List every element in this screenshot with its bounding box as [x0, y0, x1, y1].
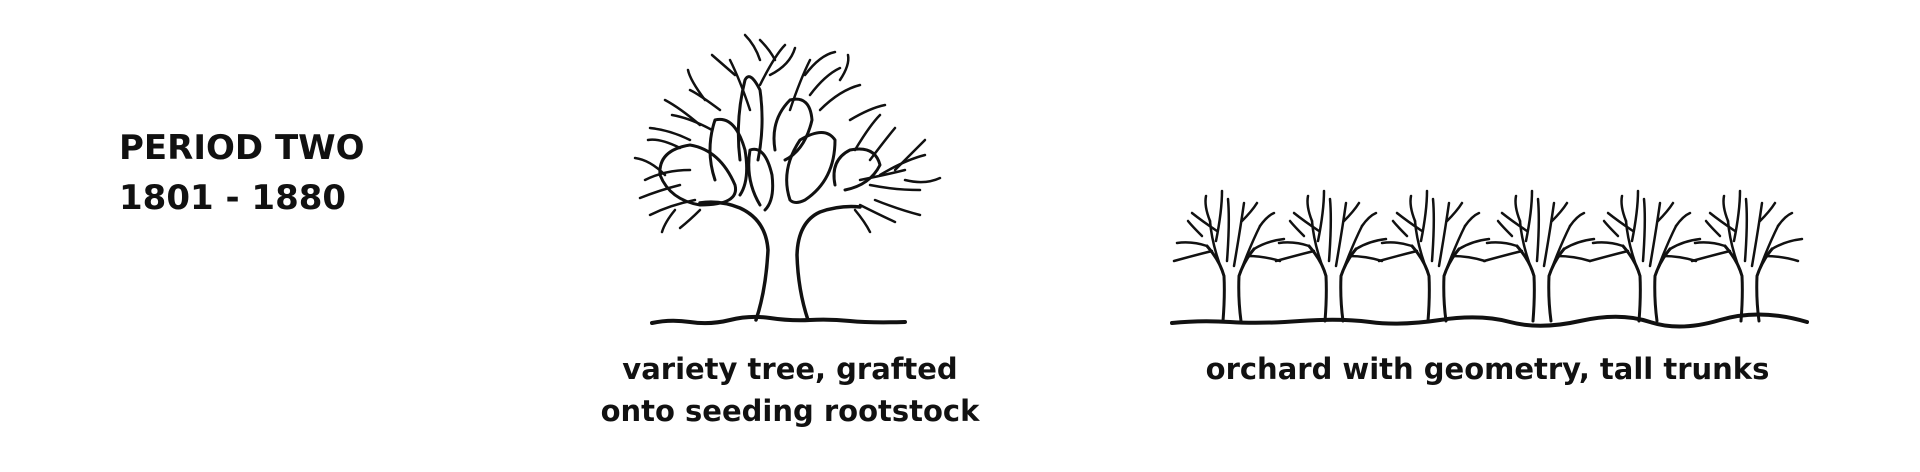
caption-line: onto seeding rootstock — [600, 394, 980, 428]
caption-line: variety tree, grafted — [622, 352, 958, 386]
variety-tree-caption: variety tree, grafted onto seeding roots… — [585, 348, 995, 432]
orchard-tree-icon — [1274, 189, 1388, 323]
orchard-tree-icon — [1588, 189, 1702, 323]
orchard-tree-icon — [1172, 189, 1286, 323]
caption-line: orchard with geometry, tall trunks — [1205, 352, 1770, 386]
tree-icon — [633, 33, 942, 326]
period-years: 1801 - 1880 — [119, 178, 347, 218]
orchard-tree-icon — [1482, 189, 1596, 323]
orchard-tree-icon — [1690, 189, 1804, 323]
orchard-row — [1170, 189, 1809, 329]
period-title: PERIOD TWO — [119, 128, 365, 168]
orchard-tree-icon — [1377, 189, 1491, 323]
period-heading: PERIOD TWO 1801 - 1880 — [119, 123, 365, 223]
orchard-caption: orchard with geometry, tall trunks — [1180, 348, 1795, 390]
